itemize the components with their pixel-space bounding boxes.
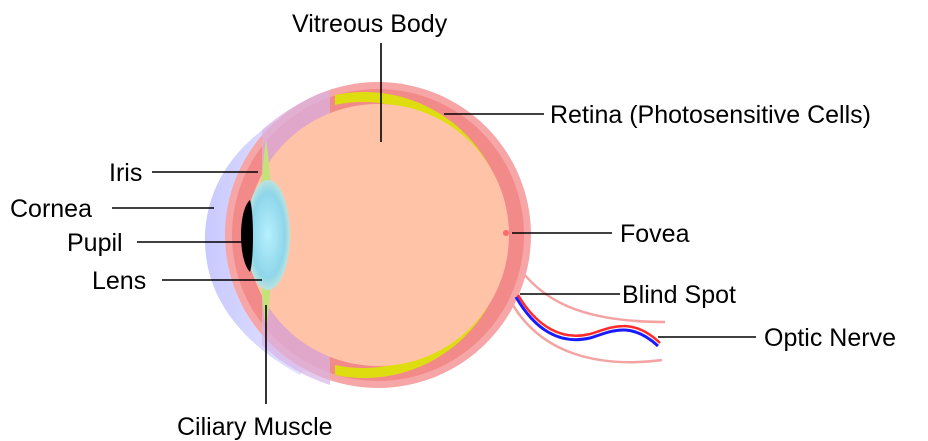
label-retina: Retina (Photosensitive Cells) <box>550 101 871 129</box>
label-vitreous-body: Vitreous Body <box>292 10 448 38</box>
optic-nerve-sheath-lower <box>510 300 662 362</box>
label-optic-nerve: Optic Nerve <box>764 324 896 352</box>
label-cornea: Cornea <box>10 195 92 223</box>
fovea-dot <box>503 230 509 236</box>
label-fovea: Fovea <box>620 220 690 248</box>
label-blind-spot: Blind Spot <box>622 281 736 309</box>
label-iris: Iris <box>109 159 142 187</box>
label-pupil: Pupil <box>67 229 123 257</box>
label-ciliary-muscle: Ciliary Muscle <box>177 413 333 441</box>
label-lens: Lens <box>92 267 146 295</box>
